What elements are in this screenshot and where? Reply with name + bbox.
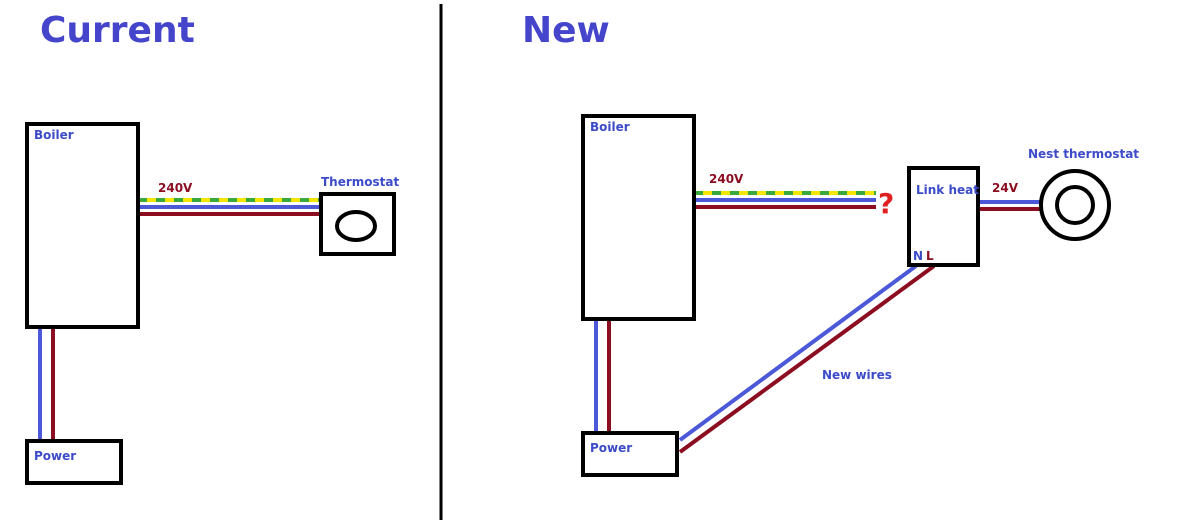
link-heat-label: Link heat bbox=[916, 183, 979, 197]
current-power-box bbox=[25, 439, 123, 485]
current-boiler-label: Boiler bbox=[34, 128, 74, 142]
new-power-box bbox=[581, 431, 679, 477]
link-heat-l-label: L bbox=[926, 249, 934, 263]
question-mark-icon: ? bbox=[878, 187, 894, 220]
nest-thermostat-label: Nest thermostat bbox=[1028, 147, 1139, 161]
current-boiler-box bbox=[25, 122, 140, 329]
current-power-wires bbox=[38, 326, 55, 442]
low-voltage-label: 24V bbox=[992, 181, 1019, 195]
link-heat-box bbox=[907, 166, 980, 267]
nest-thermostat-icon bbox=[1039, 169, 1111, 241]
new-boiler-cable bbox=[694, 191, 876, 209]
current-thermostat-label: Thermostat bbox=[321, 175, 400, 189]
new-24v-wires bbox=[978, 200, 1040, 211]
new-wires-label: New wires bbox=[822, 368, 892, 382]
current-heading: Current bbox=[40, 10, 195, 51]
new-voltage-label: 240V bbox=[709, 172, 744, 186]
current-section: Boiler Power 240V Thermostat bbox=[25, 122, 400, 485]
new-power-label: Power bbox=[590, 441, 632, 455]
new-section: Boiler Power 240V ? Link heat N L 24V Ne… bbox=[581, 114, 1139, 477]
new-heading: New bbox=[522, 10, 610, 51]
thermostat-dial-icon bbox=[335, 210, 377, 242]
new-power-wires bbox=[594, 318, 611, 433]
current-voltage-label: 240V bbox=[158, 181, 193, 195]
new-boiler-label: Boiler bbox=[590, 120, 630, 134]
current-thermostat-box bbox=[319, 192, 396, 256]
current-thermostat-cable bbox=[138, 198, 321, 216]
current-power-label: Power bbox=[34, 449, 76, 463]
link-heat-n-label: N bbox=[913, 249, 923, 263]
new-diagonal-wires bbox=[678, 264, 936, 454]
new-boiler-box bbox=[581, 114, 696, 321]
